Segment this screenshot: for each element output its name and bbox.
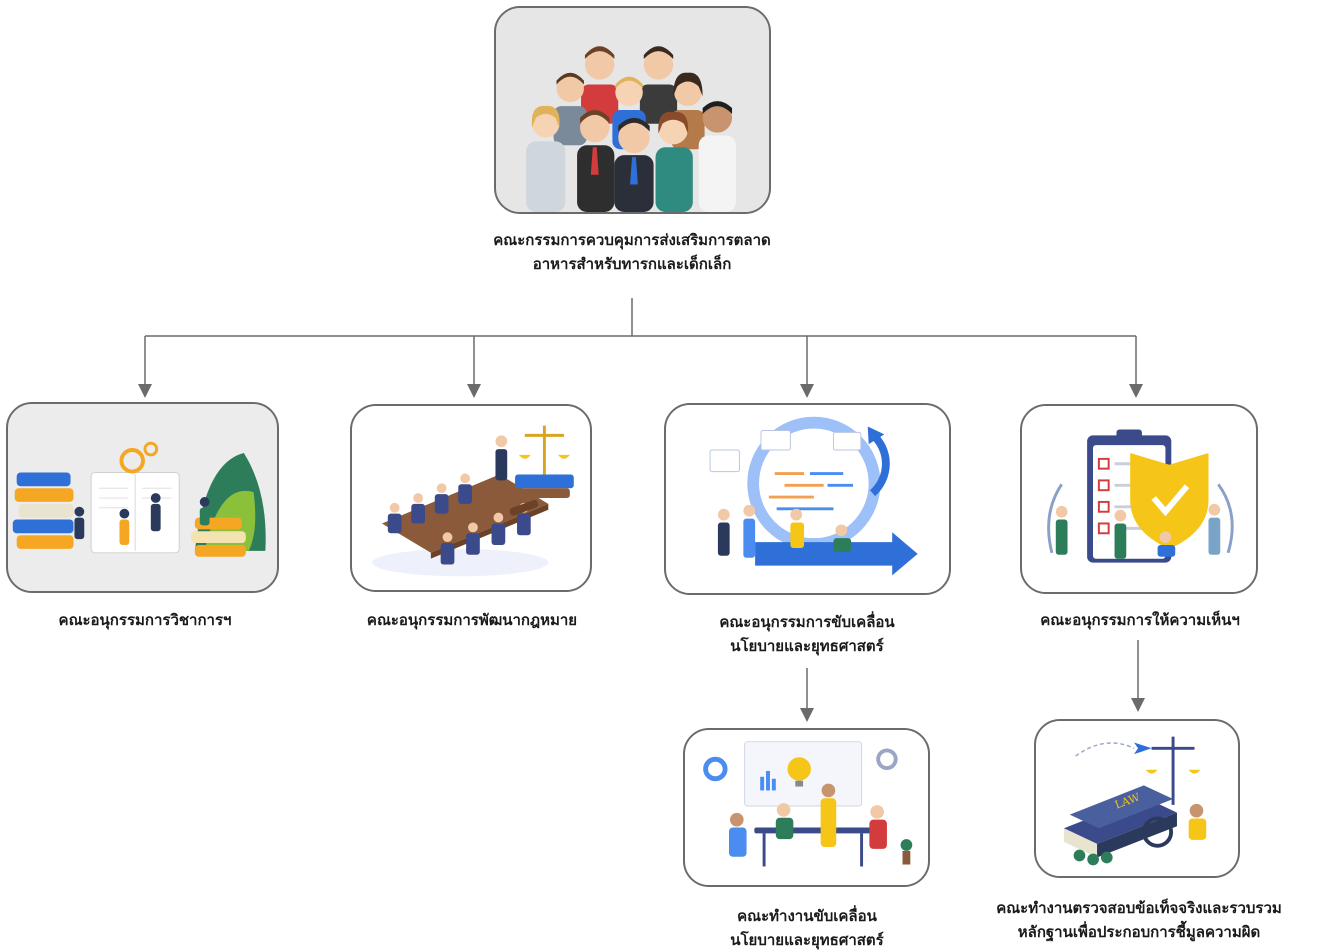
root-committee-label: คณะกรรมการควบคุมการส่งเสริมการตลาด อาหาร… bbox=[493, 231, 771, 273]
root-committee-card bbox=[494, 6, 771, 214]
subcommittee-card-law bbox=[350, 404, 592, 592]
subcommittee-label-academic: คณะอนุกรรมการวิชาการฯ bbox=[58, 611, 232, 629]
subcommittee-card-academic bbox=[6, 402, 279, 593]
subcommittee-card-strategy bbox=[664, 403, 951, 595]
strategy-workflow-illustration bbox=[666, 405, 949, 593]
subcommittee-label-law: คณะอนุกรรมการพัฒนากฎหมาย bbox=[366, 611, 578, 629]
subcommittee-label-opinion: คณะอนุกรรมการให้ความเห็นฯ bbox=[1040, 611, 1240, 629]
meeting-with-scales-illustration bbox=[352, 406, 590, 590]
working-group-label-strategy: คณะทำงานขับเคลื่อน นโยบายและยุทธศาสตร์ bbox=[730, 907, 884, 949]
subcommittee-label-strategy: คณะอนุกรรมการขับเคลื่อน นโยบายและยุทธศาส… bbox=[719, 613, 895, 655]
team-brainstorm-illustration bbox=[686, 730, 927, 885]
working-group-card-evidence: LAW bbox=[1034, 719, 1240, 878]
working-group-label-evidence: คณะทำงานตรวจสอบข้อเท็จจริงและรวบรวม หลัก… bbox=[996, 899, 1282, 941]
subcommittee-card-opinion bbox=[1020, 404, 1258, 594]
law-books-illustration: LAW bbox=[1036, 721, 1238, 876]
checklist-shield-illustration bbox=[1022, 406, 1256, 592]
working-group-card-strategy bbox=[683, 728, 930, 887]
group-of-people-illustration bbox=[496, 8, 769, 212]
books-and-study-illustration bbox=[8, 404, 277, 591]
